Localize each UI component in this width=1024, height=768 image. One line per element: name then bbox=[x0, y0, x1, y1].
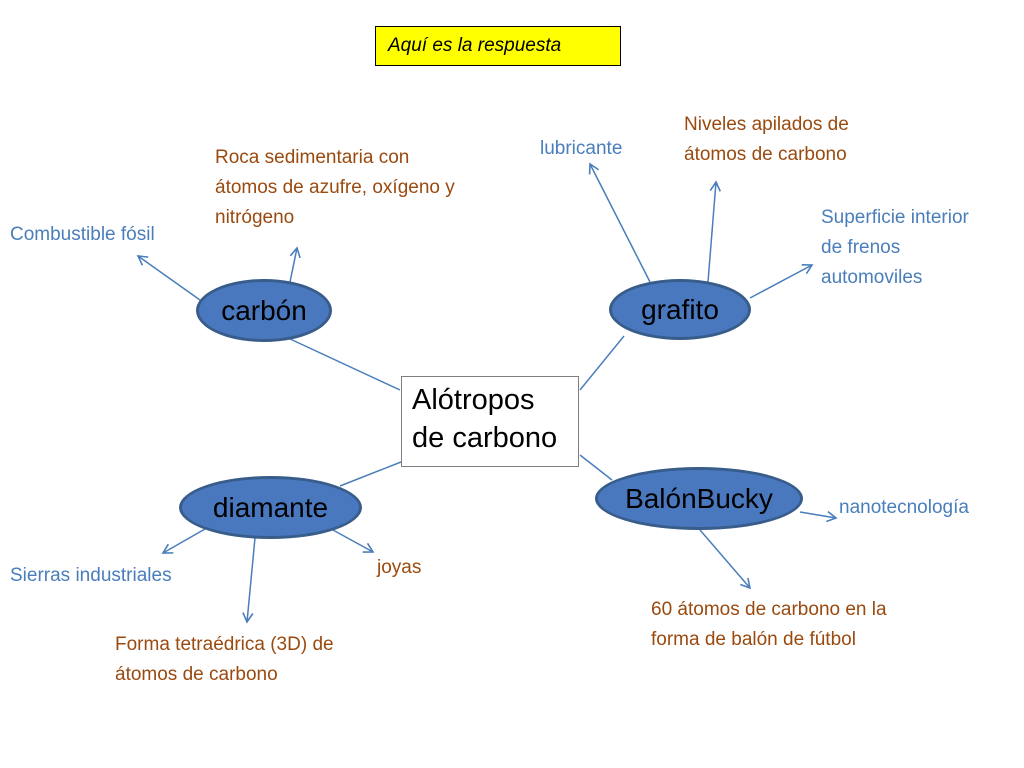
note-roca-line-1: Roca sedimentaria con bbox=[215, 147, 410, 168]
arrow-superficie bbox=[749, 264, 814, 299]
node-grafito-label: grafito bbox=[641, 293, 719, 325]
answer-label: Aquí es la respuesta bbox=[375, 26, 621, 66]
node-balon-bucky-label: BalónBucky bbox=[625, 482, 773, 514]
note-forma-tetraedrica: Forma tetraédrica (3D) de átomos de carb… bbox=[115, 630, 334, 690]
link-center-balon bbox=[579, 454, 613, 481]
note-roca-line-3: nitrógeno bbox=[215, 207, 295, 228]
note-forma-line-1: Forma tetraédrica (3D) de bbox=[115, 634, 334, 655]
note-superficie-line-1: Superficie interior bbox=[821, 207, 969, 228]
note-roca-line-2: átomos de azufre, oxígeno y bbox=[215, 177, 455, 198]
node-grafito: grafito bbox=[609, 279, 751, 340]
note-niveles-line-2: átomos de carbono bbox=[684, 144, 847, 165]
note-sesenta-atomos: 60 átomos de carbono en la forma de baló… bbox=[651, 595, 887, 655]
arrow-sierras bbox=[161, 528, 206, 554]
central-concept-line-1: Alótropos bbox=[412, 384, 535, 416]
note-lubricante: lubricante bbox=[540, 138, 623, 159]
arrow-combustible bbox=[136, 255, 201, 301]
central-concept-box: Alótropos de carbono bbox=[401, 376, 579, 467]
node-diamante-label: diamante bbox=[212, 491, 329, 523]
note-superficie-frenos: Superficie interior de frenos automovile… bbox=[821, 203, 969, 293]
link-center-diamante bbox=[339, 461, 402, 487]
arrow-roca bbox=[289, 246, 301, 283]
node-carbon-label: carbón bbox=[221, 294, 307, 326]
note-superficie-line-3: automoviles bbox=[821, 267, 923, 288]
note-niveles-line-1: Niveles apilados de bbox=[684, 114, 849, 135]
central-concept-line-2: de carbono bbox=[412, 422, 558, 454]
note-forma-line-2: átomos de carbono bbox=[115, 664, 278, 685]
arrow-nanotecnologia bbox=[799, 510, 838, 523]
note-niveles-apilados: Niveles apilados de átomos de carbono bbox=[684, 110, 849, 170]
note-sesenta-line-1: 60 átomos de carbono en la bbox=[651, 599, 887, 620]
node-balon-bucky: BalónBucky bbox=[595, 467, 803, 530]
note-roca-sedimentaria: Roca sedimentaria con átomos de azufre, … bbox=[215, 143, 455, 233]
arrow-niveles bbox=[707, 180, 721, 283]
arrow-forma bbox=[242, 537, 256, 624]
link-center-carbon bbox=[287, 337, 401, 391]
arrow-sesenta bbox=[699, 529, 752, 590]
note-superficie-line-2: de frenos bbox=[821, 237, 901, 258]
note-sesenta-line-2: forma de balón de fútbol bbox=[651, 629, 856, 650]
note-combustible-fosil: Combustible fósil bbox=[10, 224, 155, 245]
note-sierras-industriales: Sierras industriales bbox=[10, 565, 172, 586]
note-joyas: joyas bbox=[377, 557, 422, 578]
link-center-grafito bbox=[579, 335, 625, 391]
node-carbon: carbón bbox=[196, 279, 332, 342]
arrow-lubricante bbox=[588, 162, 651, 283]
note-nanotecnologia: nanotecnología bbox=[839, 497, 969, 518]
node-diamante: diamante bbox=[179, 476, 362, 539]
arrow-joyas bbox=[332, 529, 375, 553]
